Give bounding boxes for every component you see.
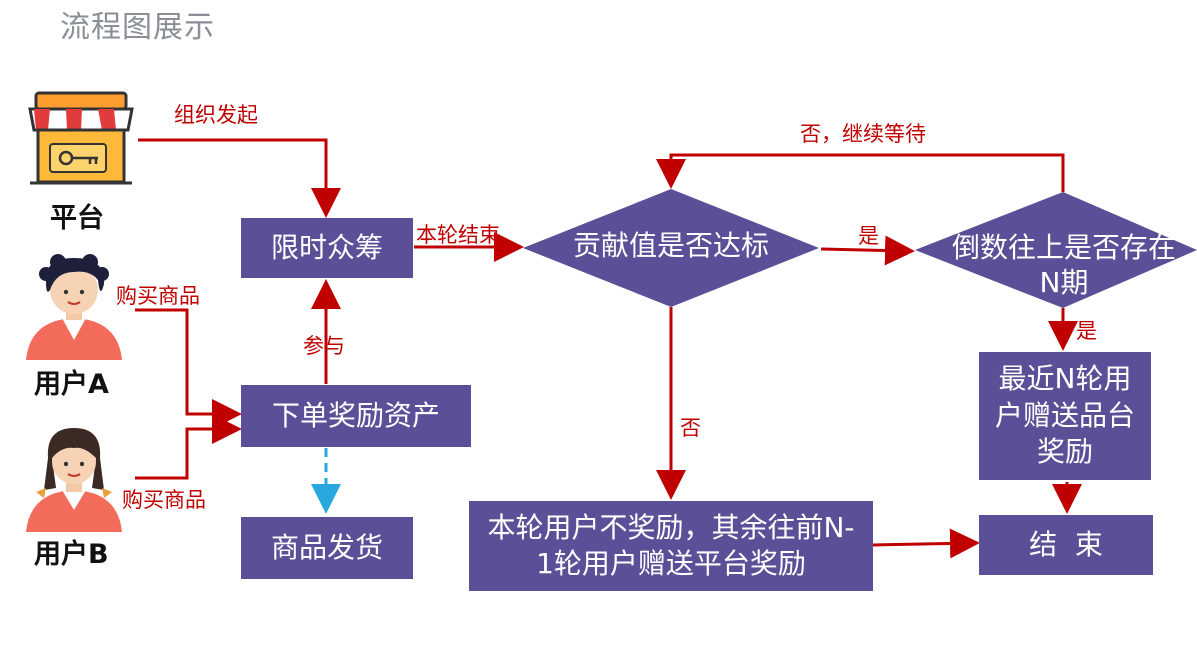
edge-label-no-wait: 否，继续等待 [800,122,926,146]
node-crowdfund: 限时众筹 [241,218,413,278]
edge-label-buy-b: 购买商品 [122,488,206,512]
actor-platform-label: 平台 [50,203,104,234]
actor-user-b-label: 用户B [34,539,109,570]
edge-label-organize: 组织发起 [174,103,258,127]
shop-icon [28,91,134,185]
edge-buy-b [135,414,242,480]
edge-no-wait [656,153,1065,192]
edge-noreward-end [872,528,980,559]
edge-yes1 [820,235,915,266]
page-title: 流程图展示 [60,10,215,45]
node-end: 结 束 [979,515,1153,575]
avatar [26,428,122,532]
edge-label-buy-a: 购买商品 [116,284,200,308]
actor-user-a-label: 用户A [34,369,109,400]
node-ship: 商品发货 [241,517,413,579]
edge-label-round-end: 本轮结束 [416,223,500,247]
edge-label-yes2: 是 [1076,319,1097,343]
edge-label-no: 否 [680,416,701,440]
edge-buy-a [135,308,242,429]
edge-label-participate: 参与 [303,334,345,358]
node-countdown-check: 倒数往上是否存在N期 [952,231,1177,299]
decision-contribution [523,189,819,307]
node-contribution-check: 贡献值是否达标 [572,229,769,262]
avatar [26,254,122,360]
decision-countdown [915,192,1197,308]
node-no-reward: 本轮用户不奖励，其余往前N-1轮用户赠送平台奖励 [469,501,873,591]
edge-label-yes1: 是 [858,224,879,248]
node-recent-reward: 最近N轮用户赠送品台奖励 [979,352,1151,480]
edge-organize [138,138,341,218]
node-order-reward: 下单奖励资产 [241,385,471,447]
